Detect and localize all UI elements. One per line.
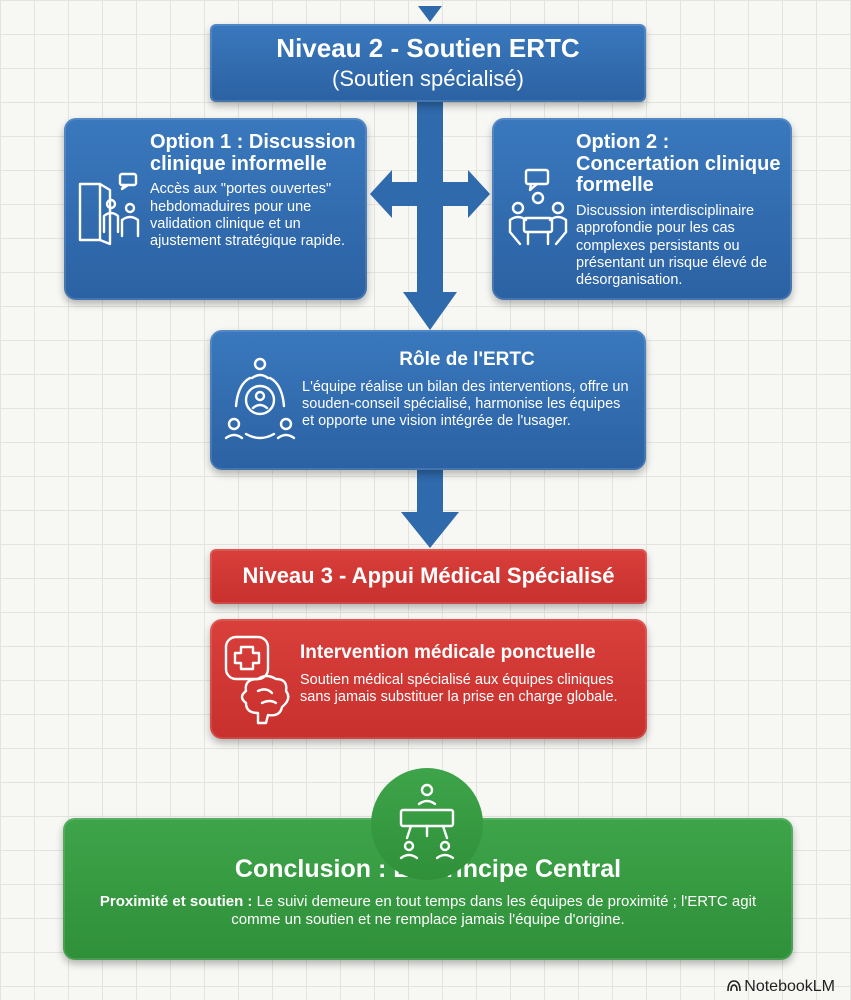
notebooklm-brand: NotebookLM — [727, 978, 835, 996]
conclusion-lead: Proximité et soutien : — [99, 893, 253, 910]
footer-brand-label: NotebookLM — [744, 978, 835, 995]
option1-card: Option 1 : Discussion clinique informell… — [64, 118, 367, 300]
option1-text: Accès aux "portes ouvertes" hebdomaduire… — [150, 181, 346, 250]
option2-text: Discussion interdisciplinaire approfondi… — [576, 202, 768, 289]
team-meeting-icon — [508, 168, 568, 246]
level2-header: Niveau 2 - Soutien ERTC (Soutien spécial… — [210, 24, 646, 102]
medical-text: Soutien médical spécialisé aux équipes c… — [300, 671, 618, 705]
presenter-badge — [371, 768, 483, 880]
medical-card: Intervention médicale ponctuelle Soutien… — [210, 619, 647, 739]
arrow-level2-to-role — [370, 100, 490, 330]
presenter-icon — [399, 783, 455, 860]
arrow-top — [418, 6, 442, 22]
notebooklm-logo-icon — [727, 980, 742, 992]
level3-header: Niveau 3 - Appui Médical Spécialisé — [210, 549, 647, 604]
arrow-role-to-level3 — [401, 470, 459, 548]
role-card: Rôle de l'ERTC L'équipe réalise un bilan… — [210, 330, 646, 470]
conclusion-text: Le suivi demeure en tout temps dans les … — [231, 893, 757, 928]
level2-subtitle: (Soutien spécialisé) — [332, 66, 524, 91]
role-text: L'équipe réalise un bilan des interventi… — [302, 378, 629, 430]
medical-title: Intervention médicale ponctuelle — [300, 642, 596, 663]
conclusion-body: Proximité et soutien : Le suivi demeure … — [93, 893, 763, 929]
role-title: Rôle de l'ERTC — [399, 349, 535, 370]
option2-title: Option 2 : Concertation clinique formell… — [576, 131, 781, 197]
level3-title: Niveau 3 - Appui Médical Spécialisé — [242, 563, 615, 588]
medical-brain-icon — [224, 635, 290, 725]
team-cycle-icon — [224, 357, 296, 440]
level2-title: Niveau 2 - Soutien ERTC — [276, 33, 580, 63]
option1-title: Option 1 : Discussion clinique informell… — [150, 131, 356, 175]
door-people-icon — [78, 172, 140, 246]
option2-card: Option 2 : Concertation clinique formell… — [492, 118, 792, 300]
